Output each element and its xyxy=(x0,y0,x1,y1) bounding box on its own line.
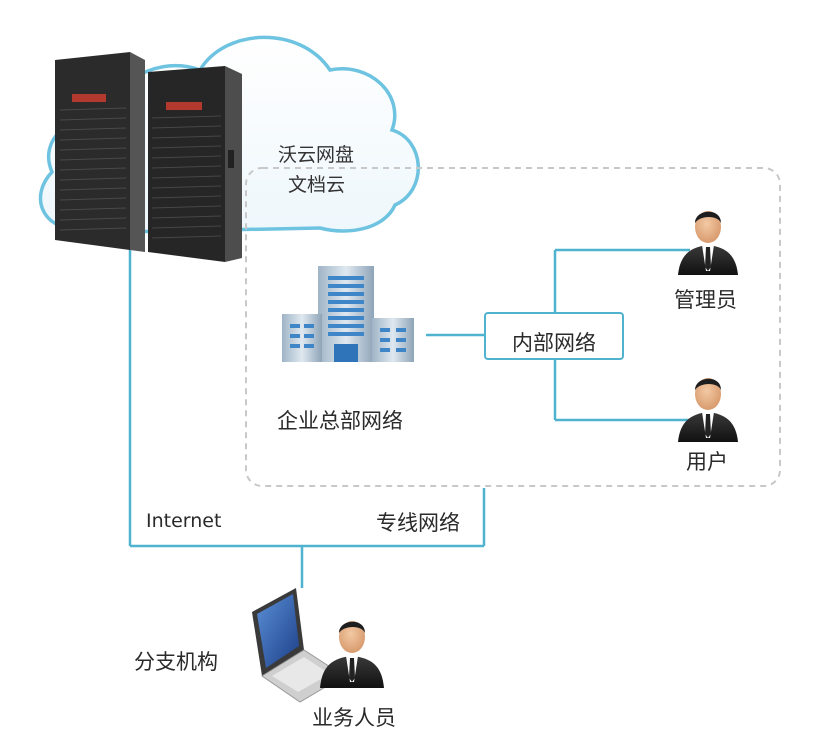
hq-network-boundary xyxy=(245,167,781,487)
user-person-icon xyxy=(678,378,738,442)
hq-network-label: 企业总部网络 xyxy=(277,409,403,433)
user-label: 用户 xyxy=(686,450,728,474)
admin-person-icon xyxy=(678,211,738,275)
laptop-icon xyxy=(252,588,345,703)
internal-network-box: 内部网络 xyxy=(484,312,624,360)
server-rack-icon xyxy=(55,52,242,262)
connection-lines xyxy=(128,248,690,588)
cloud-label-line2: 文档云 xyxy=(288,174,346,196)
admin-label: 管理员 xyxy=(674,288,737,312)
private-line-label: 专线网络 xyxy=(376,511,460,535)
cloud-label-line1: 沃云网盘 xyxy=(278,144,355,166)
staff-person-icon xyxy=(320,621,384,688)
internal-network-label: 内部网络 xyxy=(512,331,596,355)
internet-link-label: Internet xyxy=(146,510,222,532)
staff-label: 业务人员 xyxy=(312,706,396,730)
branch-label: 分支机构 xyxy=(134,650,218,674)
building-icon xyxy=(282,266,414,362)
